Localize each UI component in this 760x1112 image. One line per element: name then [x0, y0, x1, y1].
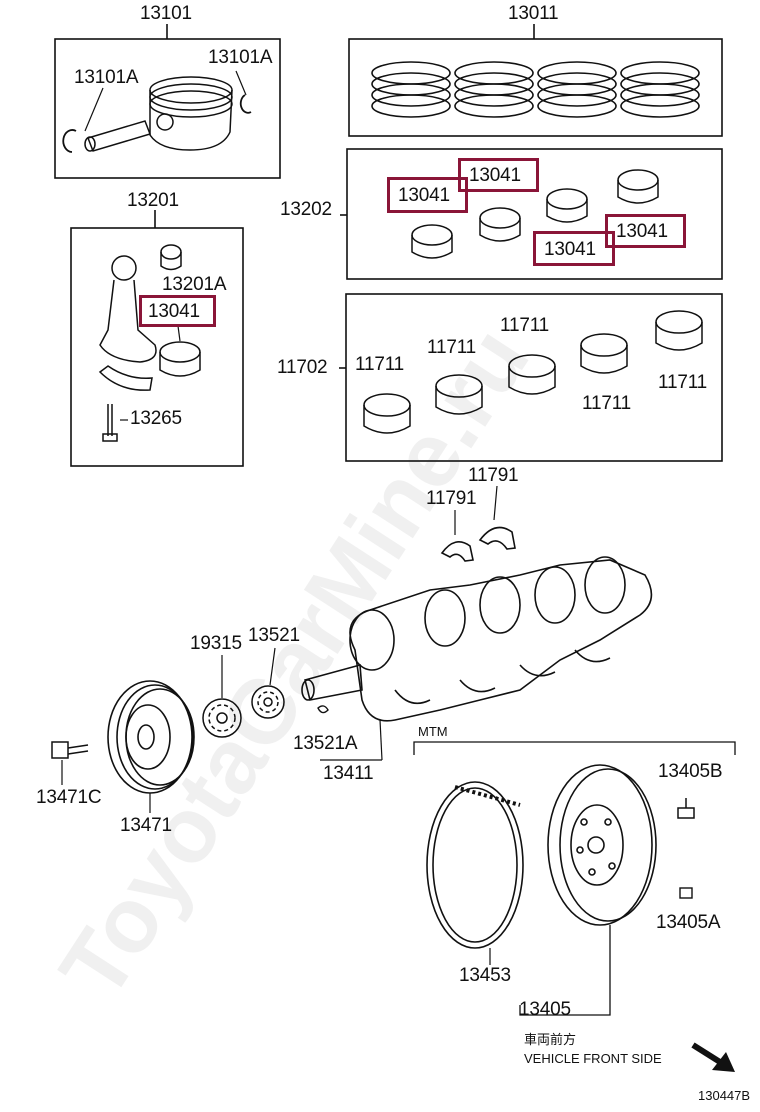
label-set-bearing-4: 13041	[616, 221, 668, 242]
snap-ring-left-icon	[62, 129, 77, 153]
piston-icon	[149, 76, 233, 151]
timing-gear-icon	[202, 698, 242, 738]
main-bearing-shells-icon	[363, 310, 703, 434]
rod-bolt-icon	[102, 404, 118, 442]
label-main-bearing-set: 11702	[277, 357, 328, 378]
connecting-rod-icon	[98, 255, 157, 391]
label-flywheel-bolt: 13405B	[658, 761, 723, 782]
highlight-set-bearing-4[interactable]: 13041	[605, 214, 686, 248]
thrust-washer-icon	[440, 526, 516, 562]
ring-gear-icon	[426, 781, 524, 949]
label-key: 13521A	[293, 733, 358, 754]
key-icon	[317, 705, 329, 714]
label-rod-bolt: 13265	[130, 408, 182, 429]
flywheel-icon	[547, 764, 657, 926]
label-main-bearing-a: 11711	[355, 354, 405, 375]
label-set-bearing-3: 13041	[544, 239, 596, 260]
label-main-bearing-b: 11711	[427, 337, 477, 358]
label-flywheel-pin: 13405A	[656, 912, 721, 933]
crank-sprocket-icon	[251, 685, 285, 719]
label-rod-bearing-set: 13202	[280, 199, 332, 220]
label-crank-sprocket: 13521	[248, 625, 300, 646]
label-crankshaft: 13411	[323, 763, 374, 784]
snap-ring-right-icon	[239, 94, 252, 114]
crankshaft-icon	[301, 556, 653, 722]
label-main-bearing-c: 11711	[500, 315, 550, 336]
label-crank-gear: 19315	[190, 633, 242, 654]
label-main-bearing-d: 11711	[582, 393, 632, 414]
label-transmission: MTM	[418, 724, 448, 739]
label-pulley-bolt: 13471C	[36, 787, 102, 808]
label-thrust-washer-a: 11791	[426, 488, 477, 509]
label-thrust-washer-b: 11791	[468, 465, 519, 486]
rod-box	[70, 227, 244, 467]
piston-pin-icon	[84, 120, 151, 152]
flywheel-pin-icon	[679, 887, 693, 899]
label-snap-ring-right: 13101A	[208, 47, 273, 68]
label-ring-gear: 13453	[459, 965, 511, 986]
label-set-bearing-2: 13041	[469, 165, 521, 186]
label-piston-ring-set: 13011	[508, 3, 559, 24]
label-main-bearing-e: 11711	[658, 372, 708, 393]
direction-note-jp: 車両前方	[524, 1032, 577, 1047]
bearing-shells-icon	[411, 169, 659, 259]
crank-pulley-icon	[107, 680, 195, 794]
label-snap-ring-left: 13101A	[74, 67, 139, 88]
label-pulley: 13471	[120, 815, 172, 836]
label-rod-bushing: 13201A	[162, 274, 227, 295]
highlight-set-bearing-2[interactable]: 13041	[458, 158, 539, 192]
highlight-set-bearing-3[interactable]: 13041	[533, 231, 615, 266]
pulley-bolt-icon	[51, 741, 89, 759]
main-bearing-box	[345, 293, 723, 462]
label-set-bearing-1: 13041	[398, 185, 450, 206]
rod-bearing-box	[346, 148, 723, 280]
flywheel-bolt-icon	[677, 798, 695, 819]
highlight-rod-bearing[interactable]: 13041	[139, 295, 216, 327]
highlight-set-bearing-1[interactable]: 13041	[387, 177, 468, 213]
label-flywheel: 13405	[519, 999, 571, 1020]
piston-rings-icon	[371, 61, 700, 118]
label-rod-bearing: 13041	[148, 301, 200, 322]
direction-arrow-icon	[691, 1042, 735, 1072]
figure-id: 130447B	[698, 1088, 751, 1103]
ring-set-box	[348, 38, 723, 137]
rod-bushing-icon	[160, 244, 182, 271]
direction-note-en: VEHICLE FRONT SIDE	[524, 1051, 662, 1066]
label-piston: 13101	[140, 3, 192, 24]
label-connecting-rod: 13201	[127, 190, 179, 211]
rod-bearing-icon	[159, 341, 201, 377]
